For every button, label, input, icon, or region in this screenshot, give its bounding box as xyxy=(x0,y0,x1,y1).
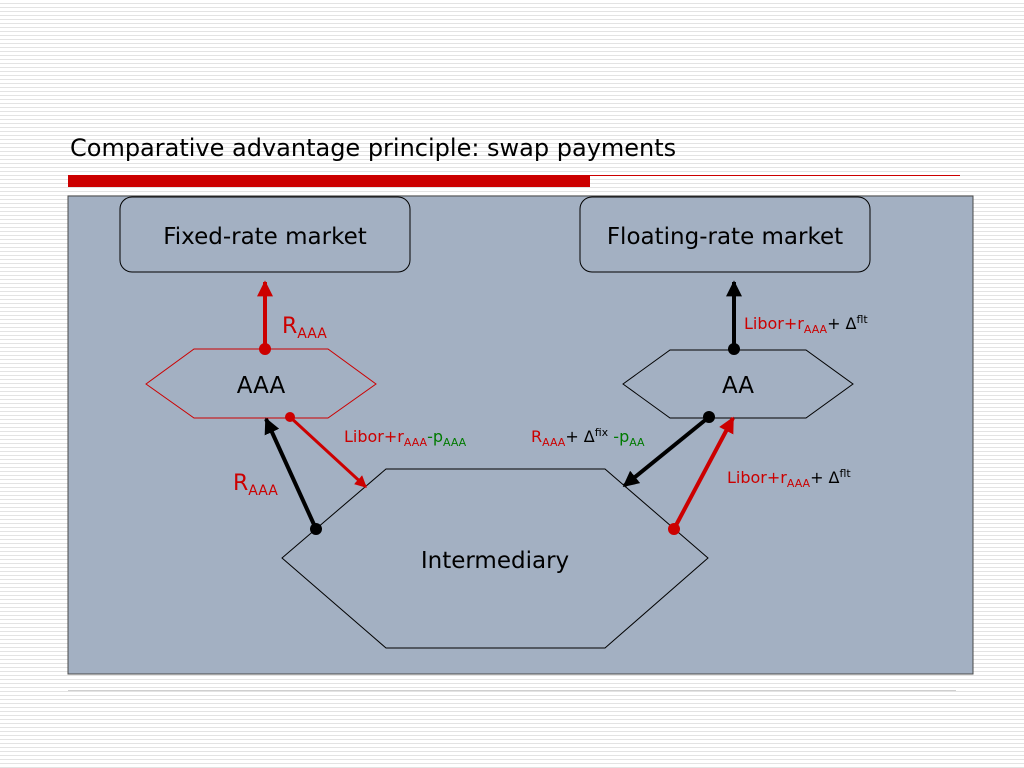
floating-rate-market-box xyxy=(579,196,871,273)
dot-intermediary-to-aa xyxy=(668,523,680,535)
label-aa-to-intermediary: Libor+rAAA+ Δflt xyxy=(727,467,851,490)
label-aaa-to-fixed: RAAA xyxy=(282,314,327,342)
dot-intermediary-to-aaa xyxy=(310,523,322,535)
arrow-aaa-to-intermediary xyxy=(288,415,368,489)
aa-node-label: AA xyxy=(722,373,754,399)
aaa-node-label: AAA xyxy=(237,373,286,399)
arrow-aa-to-intermediary xyxy=(622,415,711,488)
aa-node xyxy=(622,349,854,419)
intermediary-node-label: Intermediary xyxy=(421,548,569,574)
label-intermediary-to-aa: RAAA+ Δfix -pAA xyxy=(531,426,645,449)
footer-rule xyxy=(68,690,956,691)
arrow-intermediary-to-aaa xyxy=(264,417,318,530)
fixed-rate-market-label: Fixed-rate market xyxy=(163,224,367,250)
label-aaa-to-intermediary: Libor+rAAA-pAAA xyxy=(344,427,467,449)
arrow-intermediary-to-aa xyxy=(672,416,735,530)
dot-aaa-to-intermediary xyxy=(285,412,295,422)
fixed-rate-market-box xyxy=(119,196,411,273)
dot-aa-to-floating xyxy=(728,343,740,355)
dot-aa-to-intermediary xyxy=(703,411,715,423)
title-accent-line xyxy=(590,175,960,176)
aaa-node xyxy=(145,348,377,419)
label-intermediary-to-aaa: RAAA xyxy=(233,471,278,499)
label-aa-to-floating: Libor+rAAA+ Δflt xyxy=(744,313,868,336)
floating-rate-market-label: Floating-rate market xyxy=(607,224,843,250)
intermediary-node xyxy=(281,468,709,649)
title-accent-bar xyxy=(68,175,590,187)
dot-aaa-to-fixed xyxy=(259,343,271,355)
slide-title: Comparative advantage principle: swap pa… xyxy=(70,134,677,162)
